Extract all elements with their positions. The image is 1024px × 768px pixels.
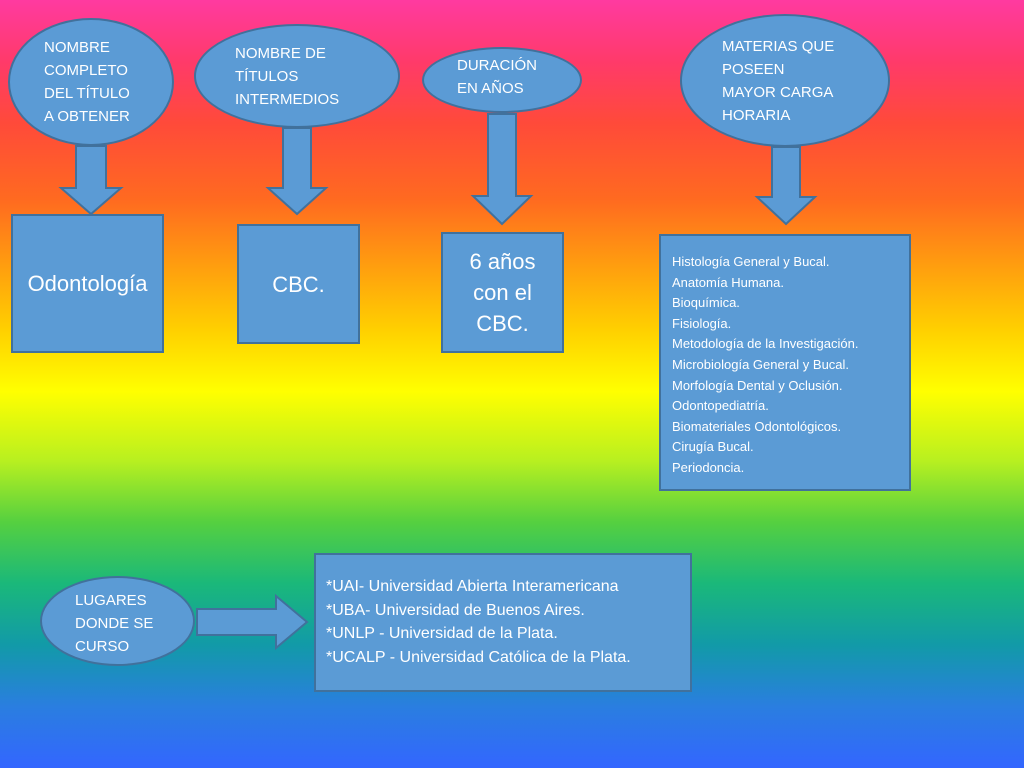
header-materias: MATERIAS QUE POSEEN MAYOR CARGA HORARIA	[680, 14, 890, 147]
materia-item: Cirugía Bucal.	[672, 439, 754, 455]
universidad-item: *UCALP - Universidad Católica de la Plat…	[326, 648, 631, 666]
value-titulo-text: Odontología	[27, 271, 148, 296]
materia-item: Histología General y Bucal.	[672, 254, 830, 269]
materia-item: Bioquímica.	[672, 295, 740, 311]
header-duracion-label: DURACIÓN EN AÑOS	[457, 57, 538, 97]
value-duracion: 6 años con el CBC.	[441, 232, 564, 353]
arrow-down-titulo	[58, 145, 124, 216]
arrow-right-lugares	[196, 593, 309, 651]
materia-item: Odontopediatría.	[672, 398, 769, 414]
header-lugares-label: LUGARES DONDE SE CURSO	[75, 592, 154, 655]
materia-item: Microbiología General y Bucal.	[672, 356, 850, 372]
value-intermedios-text: CBC.	[272, 271, 325, 297]
materia-item: Periodoncia.	[672, 459, 745, 475]
materias-box: Histología General y Bucal. Anatomía Huma…	[659, 234, 911, 491]
header-titulo: NOMBRE COMPLETO DEL TÍTULO A OBTENER	[8, 18, 174, 146]
materias-list: Histología General y Bucal. Anatomía Huma…	[672, 252, 909, 479]
header-duracion: DURACIÓN EN AÑOS	[422, 47, 582, 113]
arrow-down-intermedios	[265, 127, 329, 216]
materia-item: Metodología de la Investigación.	[672, 336, 859, 352]
materia-item: Anatomía Humana.	[672, 274, 785, 290]
value-duracion-text: 6 años con el CBC.	[469, 249, 536, 336]
universidad-item: *UNLP - Universidad de la Plata.	[326, 625, 558, 642]
universidad-item: *UAI- Universidad Abierta Interamericana	[326, 578, 619, 595]
header-intermedios: NOMBRE DE TÍTULOS INTERMEDIOS	[194, 24, 400, 128]
arrow-down-materias	[754, 146, 818, 226]
header-lugares: LUGARES DONDE SE CURSO	[40, 576, 195, 666]
universidad-item: *UBA- Universidad de Buenos Aires.	[326, 601, 585, 619]
universidades-box: *UAI- Universidad Abierta Interamericana…	[314, 553, 692, 692]
header-materias-label: MATERIAS QUE POSEEN MAYOR CARGA HORARIA	[722, 38, 835, 124]
value-titulo: Odontología	[11, 214, 164, 353]
arrow-down-duracion	[470, 113, 534, 226]
materia-item: Biomateriales Odontológicos.	[672, 418, 842, 434]
materia-item: Fisiología.	[672, 315, 732, 331]
header-intermedios-label: NOMBRE DE TÍTULOS INTERMEDIOS	[235, 45, 340, 108]
universidades-list: *UAI- Universidad Abierta Interamericana…	[326, 575, 690, 669]
value-intermedios: CBC.	[237, 224, 360, 344]
header-titulo-label: NOMBRE COMPLETO DEL TÍTULO A OBTENER	[44, 39, 130, 125]
materia-item: Morfología Dental y Oclusión.	[672, 377, 843, 393]
